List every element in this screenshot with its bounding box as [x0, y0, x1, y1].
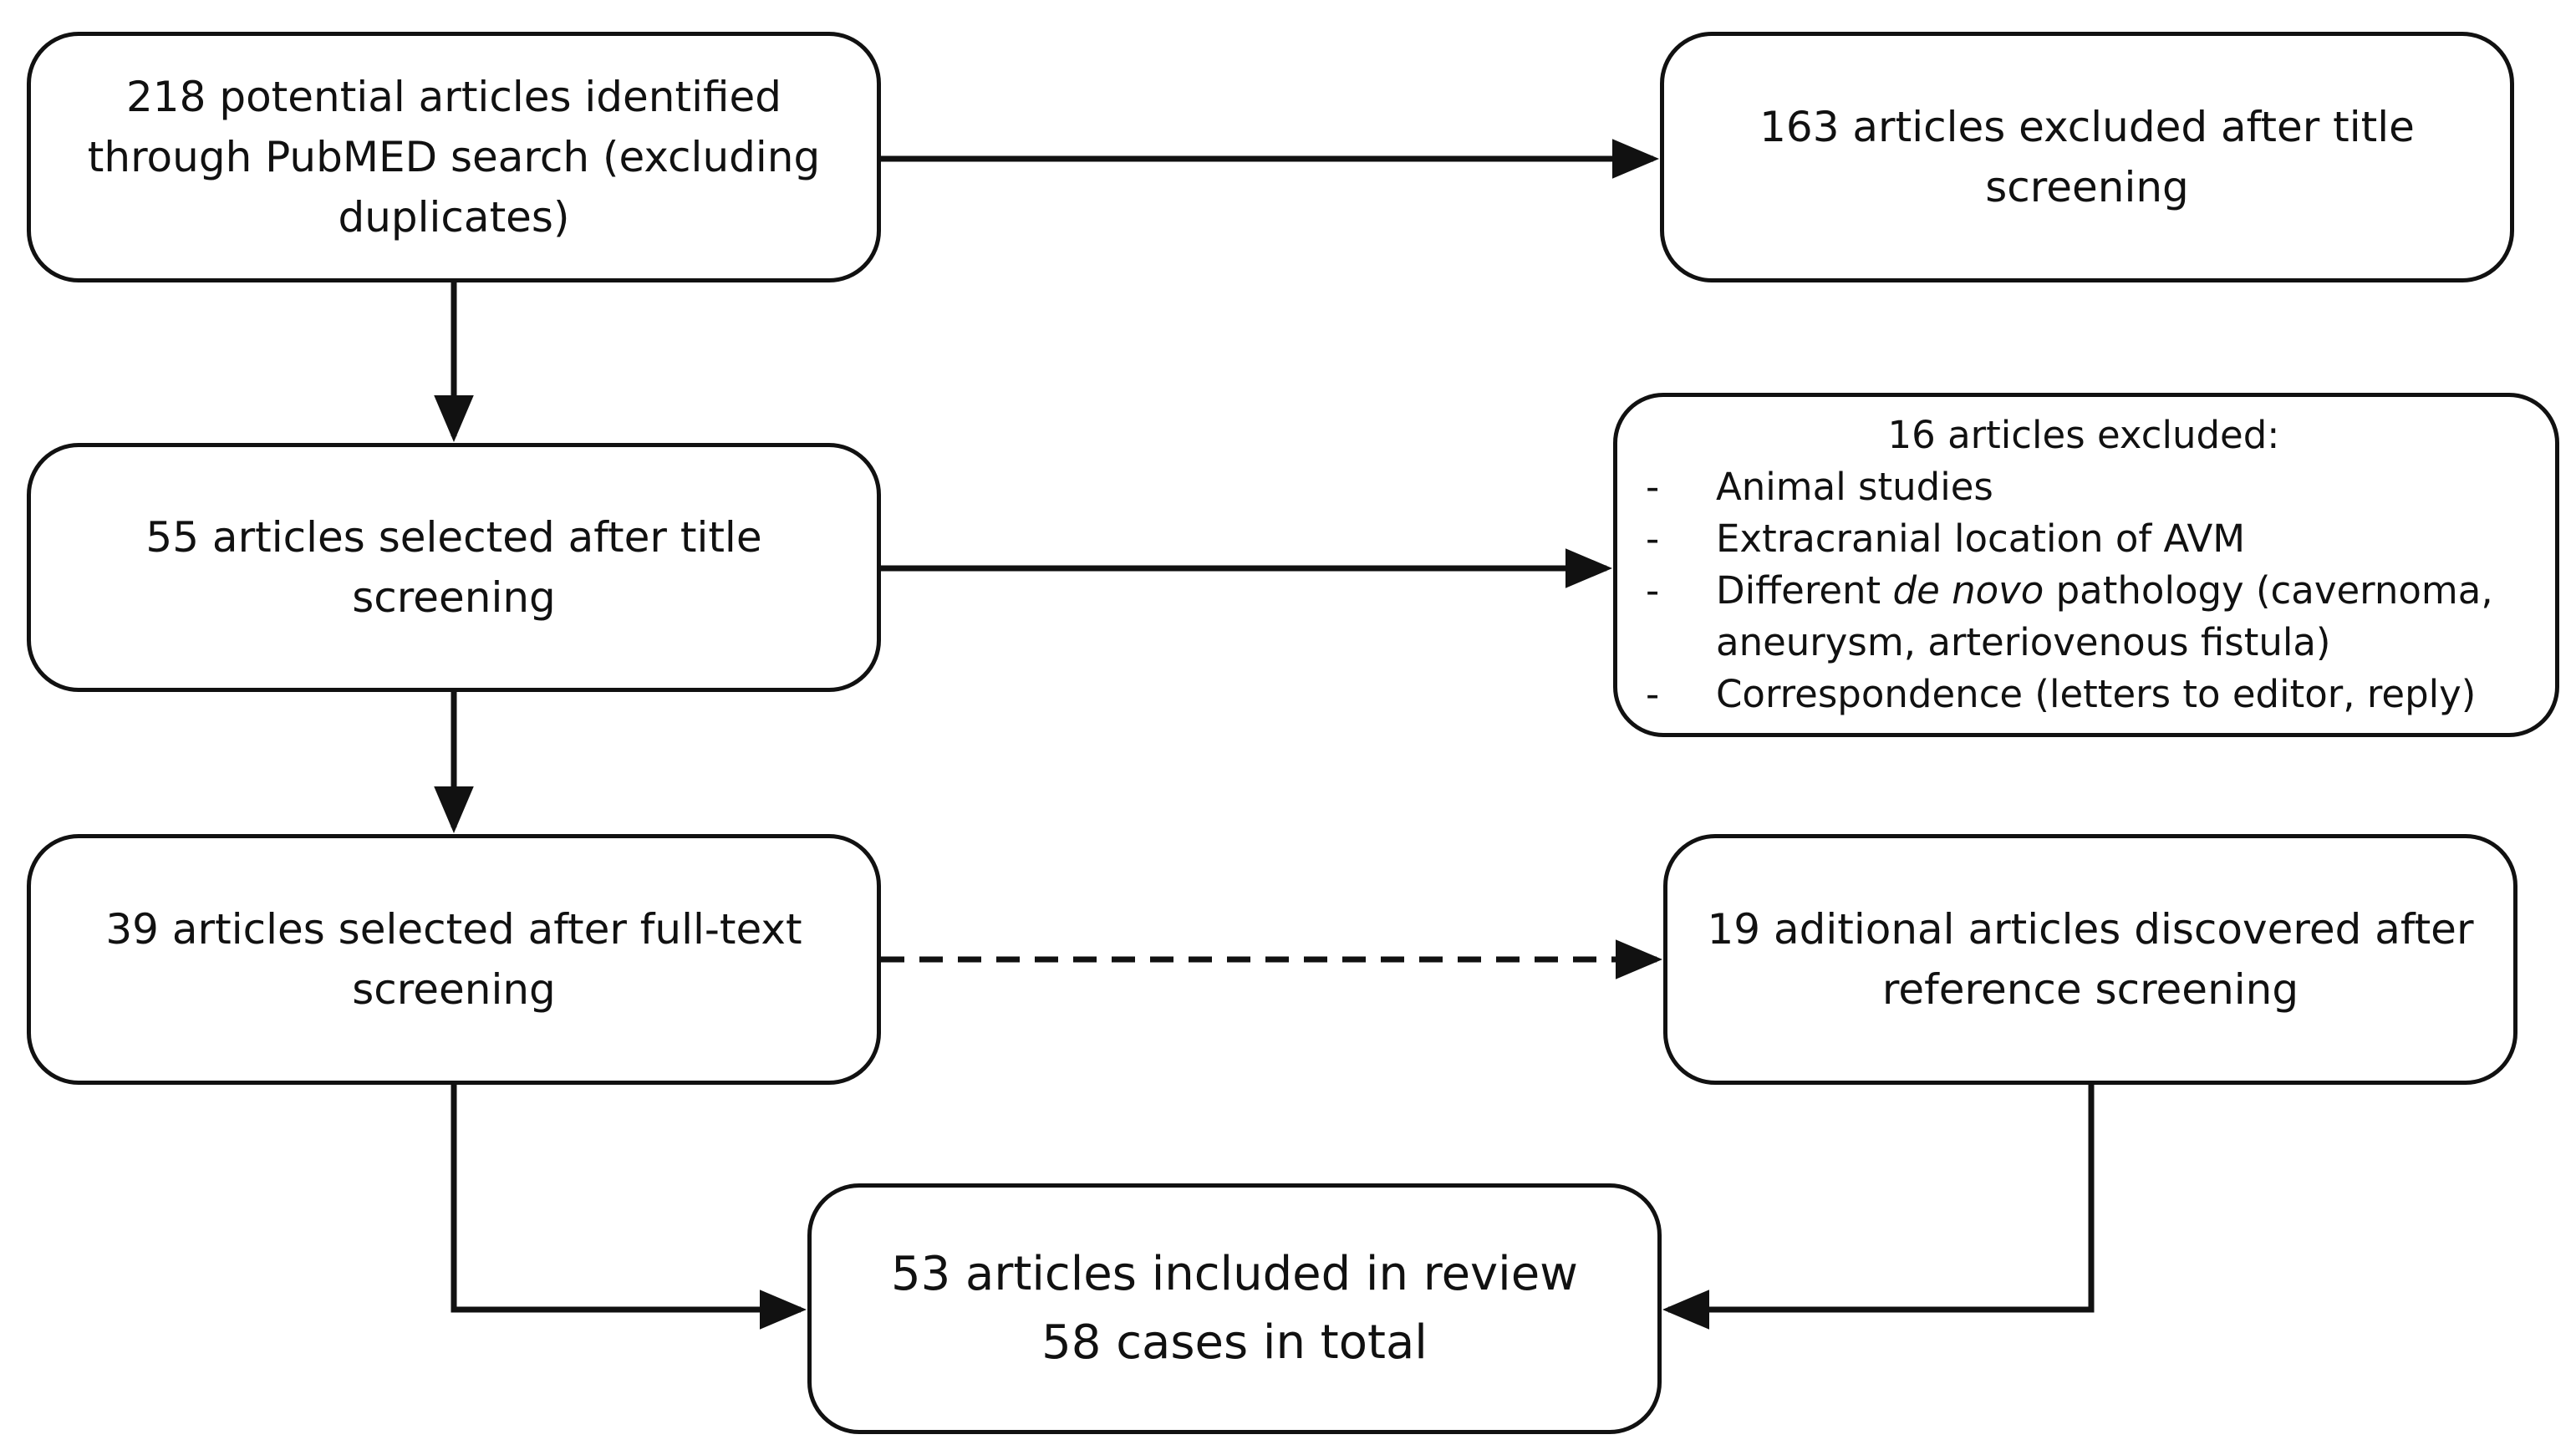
- box-additional-line-1: 19 aditional articles discovered after: [1707, 905, 2474, 954]
- exclusion-reason-text: Correspondence (letters to editor, reply…: [1716, 672, 2477, 716]
- box-selected-title-line-2: screening: [352, 573, 556, 622]
- box-included-line-1: 53 articles included in review: [891, 1247, 1578, 1301]
- box-identified-articles: 218 potential articles identified throug…: [27, 32, 881, 282]
- box-identified-line-3: duplicates): [338, 193, 570, 242]
- box-excluded-articles-list: 16 articles excluded: - Animal studies -…: [1613, 393, 2559, 737]
- box-selected-after-fulltext: 39 articles selected after full-text scr…: [27, 834, 881, 1085]
- excluded-list-heading: 16 articles excluded:: [1887, 413, 2280, 457]
- box-identified-line-1: 218 potential articles identified: [126, 73, 781, 121]
- bullet-dash: -: [1646, 465, 1660, 509]
- box-selected-fulltext-line-2: screening: [352, 965, 556, 1014]
- bullet-dash: -: [1646, 516, 1660, 561]
- arrow-additional-to-included: [1662, 1085, 2095, 1330]
- exclusion-reason-item: - Extracranial location of AVM: [1646, 513, 2522, 565]
- box-selected-fulltext-line-1: 39 articles selected after full-text: [105, 905, 802, 954]
- exclusion-reason-text: Extracranial location of AVM: [1716, 516, 2246, 561]
- box-selected-title-line-1: 55 articles selected after title: [145, 513, 762, 562]
- box-additional-articles: 19 aditional articles discovered after r…: [1663, 834, 2517, 1085]
- exclusion-reason-text: Different: [1716, 568, 1893, 613]
- arrow-selected-fulltext-to-included: [451, 1085, 807, 1330]
- exclusion-reason-item: - Correspondence (letters to editor, rep…: [1646, 669, 2522, 720]
- exclusion-reason-item: - Animal studies: [1646, 461, 2522, 513]
- box-identified-line-2: through PubMED search (excluding: [87, 133, 821, 181]
- exclusion-reason-continuation: aneurysm, arteriovenous fistula): [1716, 620, 2331, 664]
- box-excluded-title-line-2: screening: [1985, 163, 2189, 211]
- box-selected-after-title: 55 articles selected after title screeni…: [27, 443, 881, 692]
- exclusion-reason-text: Animal studies: [1716, 465, 1993, 509]
- exclusion-reason-text: pathology (cavernoma,: [2044, 568, 2493, 613]
- box-excluded-after-title: 163 articles excluded after title screen…: [1660, 32, 2514, 282]
- box-included-line-2: 58 cases in total: [1041, 1315, 1428, 1370]
- exclusion-reason-italic-term: de novo: [1892, 568, 2044, 613]
- bullet-dash: -: [1646, 672, 1660, 716]
- box-excluded-title-line-1: 163 articles excluded after title: [1759, 103, 2415, 151]
- box-included-in-review: 53 articles included in review 58 cases …: [807, 1183, 1662, 1434]
- exclusion-reasons-list: - Animal studies - Extracranial location…: [1646, 461, 2522, 720]
- exclusion-reason-item: - Different de novo pathology (cavernoma…: [1646, 565, 2522, 669]
- box-additional-line-2: reference screening: [1881, 965, 2299, 1014]
- bullet-dash: -: [1646, 568, 1660, 613]
